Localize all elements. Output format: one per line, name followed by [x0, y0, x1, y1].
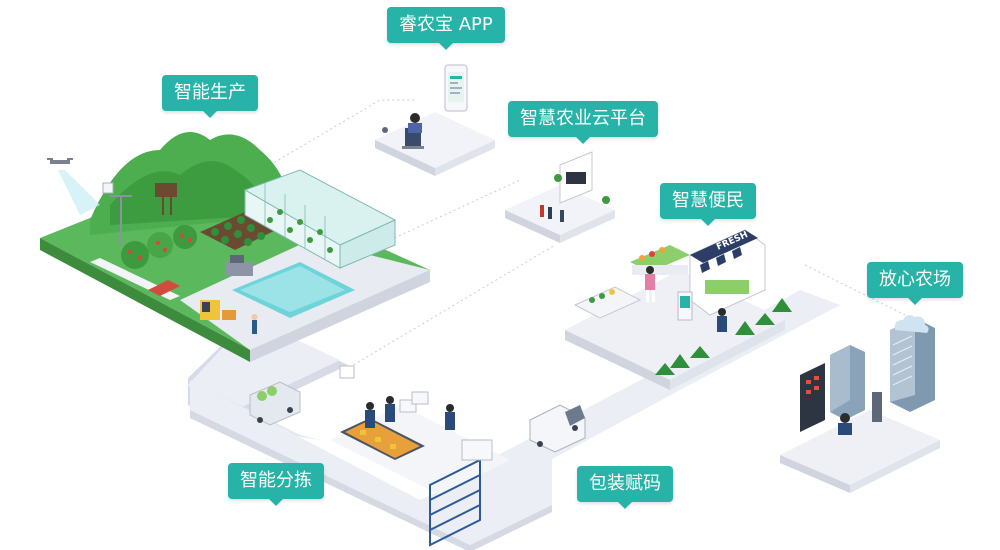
- cloud-platform-label: 智慧农业云平台: [508, 101, 658, 144]
- app-user-platform: [375, 64, 495, 176]
- sorting-label: 智能分拣: [228, 463, 324, 506]
- assured-farm-city: [780, 315, 940, 493]
- greenhouse: [243, 169, 397, 269]
- assured-farm-label: 放心农场: [867, 262, 963, 305]
- sorting-warehouse: [330, 365, 510, 547]
- production-label: 智能生产: [162, 75, 258, 118]
- produce-truck: [249, 381, 301, 426]
- delivery-van: [529, 404, 586, 453]
- app-label: 睿农宝 APP: [387, 7, 505, 50]
- packaging-label: 包装赋码: [577, 466, 673, 509]
- convenience-store: FRESH: [565, 229, 792, 390]
- smart-production-farm: [40, 132, 430, 362]
- dashed-connectors: [269, 99, 906, 371]
- convenience-label: 智慧便民: [660, 183, 756, 226]
- cloud-platform-room: [505, 151, 615, 243]
- store-awning: [692, 242, 752, 276]
